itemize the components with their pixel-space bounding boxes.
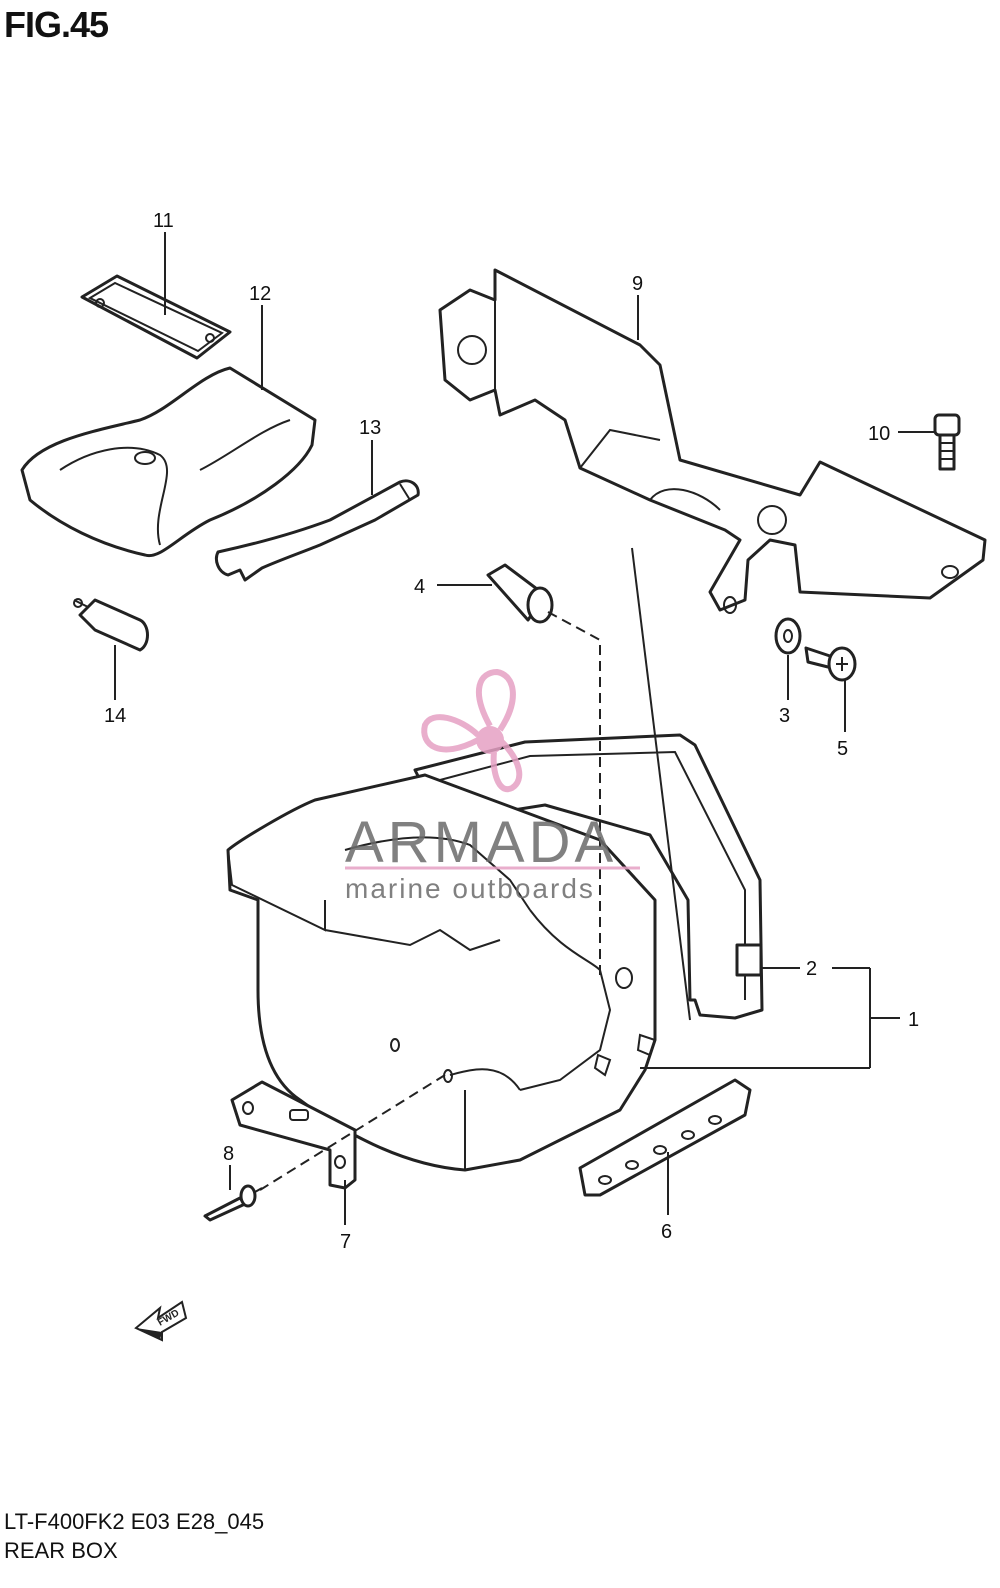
callout-8: 8 xyxy=(223,1143,234,1165)
armada-watermark: ARMADA marine outboards xyxy=(345,668,640,904)
fwd-arrow-icon: FWD xyxy=(134,1300,188,1342)
callout-3: 3 xyxy=(779,705,790,727)
callout-13: 13 xyxy=(359,417,381,439)
callout-5: 5 xyxy=(837,738,848,760)
callout-11: 11 xyxy=(153,210,174,232)
callout-2: 2 xyxy=(806,958,817,980)
section-name: REAR BOX xyxy=(4,1538,118,1563)
callout-14: 14 xyxy=(104,705,126,727)
part-6-plate xyxy=(578,1078,752,1197)
callout-numbers: 1 2 3 4 5 6 7 8 9 10 11 12 13 14 xyxy=(104,210,919,1253)
part-12-mat xyxy=(20,366,317,558)
leader-lines xyxy=(114,232,935,1225)
assembly-guide-lines xyxy=(259,547,691,1191)
part-5-screw xyxy=(804,646,857,682)
part-14-grommet xyxy=(73,598,149,652)
model-code: LT-F400FK2 E03 E28_045 xyxy=(4,1509,265,1534)
callout-10: 10 xyxy=(868,423,890,445)
callout-1: 1 xyxy=(908,1009,919,1031)
part-4-collar xyxy=(486,563,554,624)
part-8-pin xyxy=(203,1184,263,1222)
part-9-frame-bracket xyxy=(438,268,987,614)
part-1-rear-box xyxy=(226,773,657,1172)
callout-7: 7 xyxy=(340,1231,351,1253)
part-3-washer xyxy=(774,617,802,655)
part-10-bolt xyxy=(933,413,961,471)
watermark-tagline: marine outboards xyxy=(345,873,595,904)
part-11-strap xyxy=(80,274,232,360)
callout-4: 4 xyxy=(414,576,425,598)
callout-6: 6 xyxy=(661,1221,672,1243)
callout-9: 9 xyxy=(632,273,643,295)
watermark-brand: ARMADA xyxy=(345,810,617,875)
propeller-logo-icon xyxy=(421,668,523,793)
part-13-lever xyxy=(214,479,420,582)
callout-12: 12 xyxy=(249,283,271,305)
figure-title: FIG.45 xyxy=(4,4,109,45)
